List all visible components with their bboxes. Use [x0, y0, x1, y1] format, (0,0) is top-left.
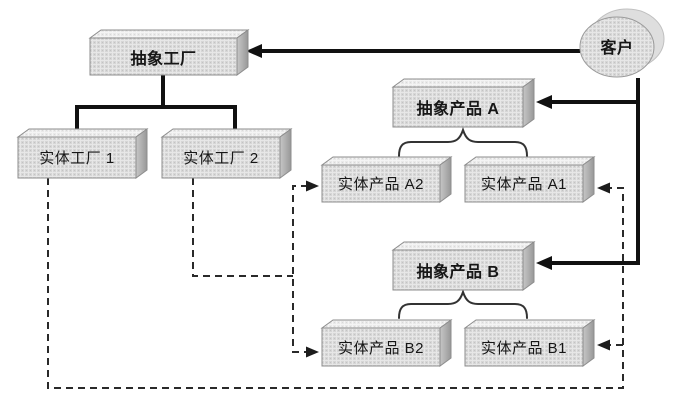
arrowhead-to-abstract-product-a	[536, 95, 552, 109]
node-concrete-factory-2	[160, 128, 293, 179]
node-abstract-factory	[88, 29, 250, 76]
edge-factory2-trunk	[192, 178, 293, 277]
node-concrete-factory-1	[16, 128, 149, 179]
node-abstract-product-b	[391, 241, 536, 291]
edge-factory2-products	[292, 185, 308, 353]
edge-factory1-products	[47, 178, 624, 389]
arrowhead-to-product-b2	[306, 346, 319, 358]
arrowhead-to-abstract-factory	[246, 44, 262, 58]
arrowhead-to-abstract-product-b	[536, 256, 552, 270]
edge-client-product-b	[548, 78, 640, 265]
edge-factory-tree	[75, 75, 237, 131]
arrowhead-to-product-a1	[597, 182, 610, 194]
brace-product-b	[398, 288, 528, 319]
node-abstract-product-a	[391, 78, 536, 128]
node-concrete-product-a1	[463, 156, 596, 203]
node-concrete-product-a2	[320, 156, 453, 203]
node-concrete-product-b2	[320, 319, 453, 367]
node-concrete-product-b1	[463, 319, 596, 367]
node-client	[579, 8, 665, 78]
arrowhead-to-product-a2	[306, 180, 319, 192]
brace-product-a	[398, 126, 528, 157]
arrowhead-to-product-b1	[597, 339, 610, 351]
